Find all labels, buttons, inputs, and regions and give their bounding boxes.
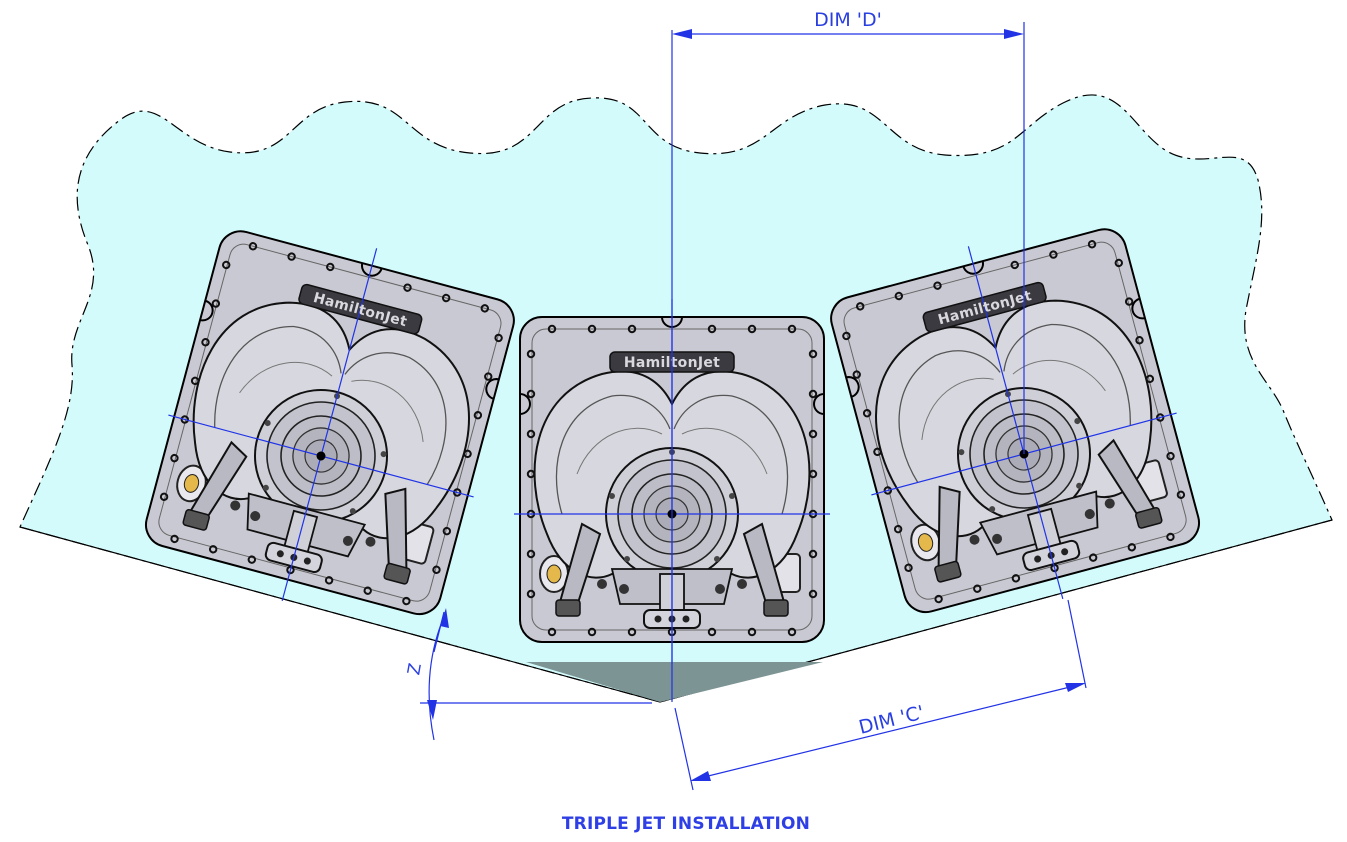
dimension-c	[674, 599, 1087, 791]
dim-c-label: DIM 'C'	[857, 701, 927, 738]
angle-z-dimension	[420, 608, 652, 741]
jet-unit-right: HamiltonJet	[814, 204, 1217, 641]
hull-keel	[526, 662, 823, 702]
jet-unit-left: HamiltonJet	[128, 206, 531, 643]
dimension-d	[672, 22, 1025, 454]
angle-z-label: Z	[404, 662, 426, 677]
dim-d-label: DIM 'D'	[814, 9, 882, 31]
diagram-caption: TRIPLE JET INSTALLATION	[561, 814, 811, 834]
